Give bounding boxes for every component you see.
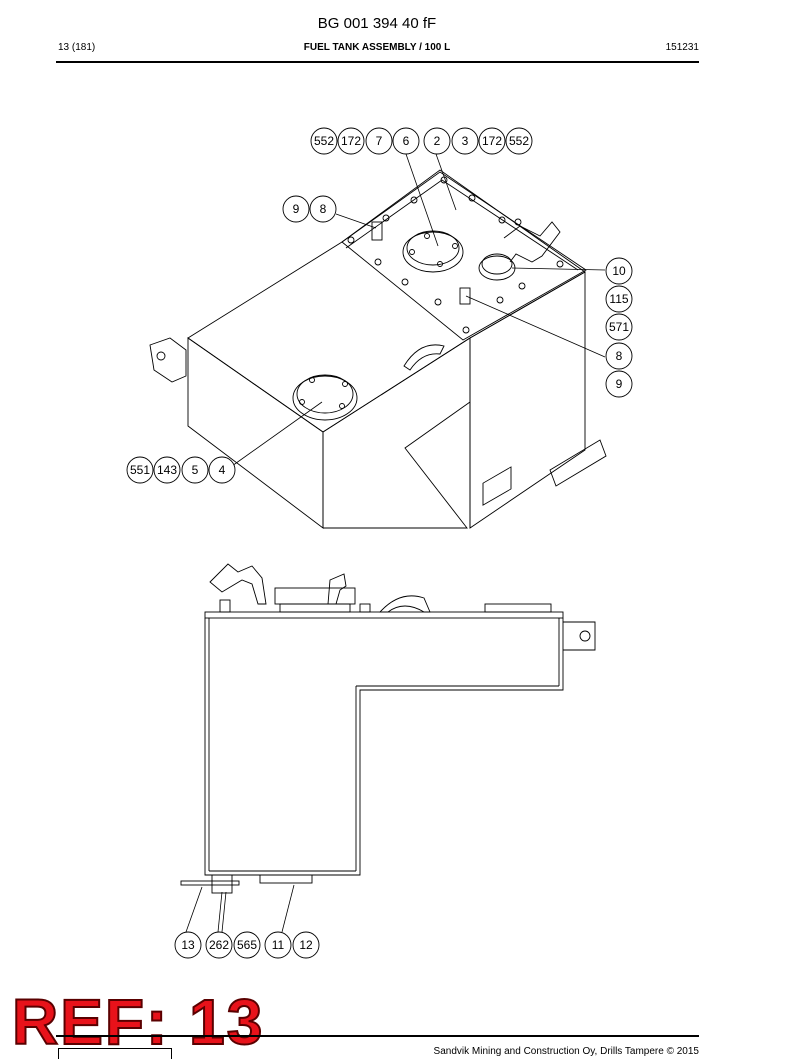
callout-label: 3 xyxy=(462,134,469,148)
callout-label: 6 xyxy=(403,134,410,148)
callout-label: 551 xyxy=(130,463,150,477)
sandvik-logo xyxy=(58,1048,172,1059)
ref-stamp: REF: 13 xyxy=(11,985,265,1059)
callout-label: 11 xyxy=(272,938,285,952)
callout-label: 565 xyxy=(237,938,257,952)
leader-lines-top xyxy=(231,153,606,467)
callout-label: 143 xyxy=(157,463,177,477)
callout-label: 262 xyxy=(209,938,229,952)
callout-label: 13 xyxy=(181,938,195,952)
leader-lines-bottom xyxy=(185,884,295,933)
callout-label: 8 xyxy=(320,202,327,216)
callout-label: 2 xyxy=(434,134,441,148)
callout-label: 115 xyxy=(609,292,628,306)
document-number: BG 001 394 40 fF xyxy=(317,15,437,32)
callout-label: 12 xyxy=(299,938,313,952)
callout-label: 9 xyxy=(293,202,300,216)
callout-label: 9 xyxy=(616,377,623,391)
date-code: 151231 xyxy=(665,42,699,53)
callout-label: 4 xyxy=(219,463,226,477)
footer-rule xyxy=(56,1035,699,1037)
callout-label: 552 xyxy=(509,134,529,148)
callout-label: 172 xyxy=(482,134,502,148)
page-title: FUEL TANK ASSEMBLY / 100 L xyxy=(303,42,451,53)
callout-label: 172 xyxy=(341,134,361,148)
footer-copyright: Sandvik Mining and Construction Oy, Dril… xyxy=(433,1046,699,1057)
callout-label: 5 xyxy=(192,463,199,477)
page-number: 13 (181) xyxy=(58,42,96,53)
callout-label: 10 xyxy=(612,264,626,278)
tank-side-view xyxy=(180,563,596,894)
callout-label: 571 xyxy=(609,320,629,334)
callout-label: 7 xyxy=(376,134,383,148)
tank-isometric-view xyxy=(149,169,607,529)
header-rule xyxy=(56,61,699,63)
callout-label: 552 xyxy=(314,134,334,148)
callout-label: 8 xyxy=(616,349,623,363)
bolt-heads xyxy=(299,176,564,409)
callouts-top-row xyxy=(126,127,633,959)
